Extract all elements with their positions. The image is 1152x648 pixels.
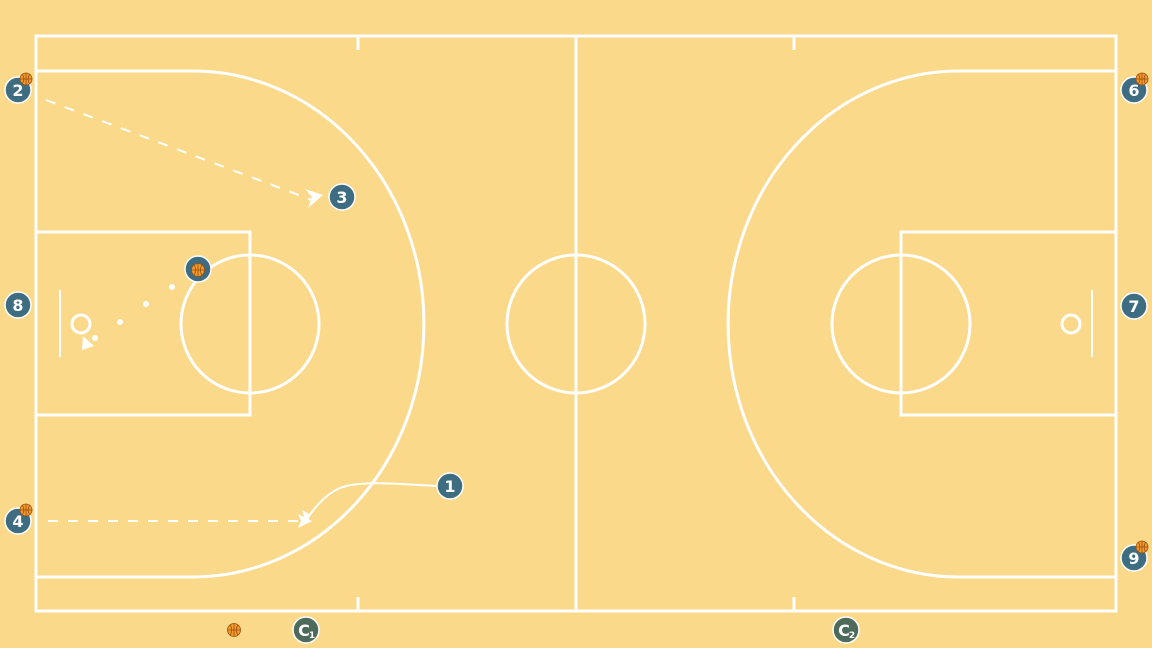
- player-marker: [328, 183, 356, 211]
- pass-arrow-icon: [298, 514, 312, 528]
- player-3[interactable]: 3: [328, 183, 356, 211]
- dribble-dot: [117, 319, 123, 325]
- coach-label: C: [838, 621, 850, 640]
- player-label: 1: [444, 477, 455, 496]
- coach-c2[interactable]: C2: [832, 616, 860, 644]
- basketball-icon: [227, 623, 241, 637]
- dribble-dot: [169, 284, 175, 290]
- basketball-icon: [1135, 540, 1149, 554]
- dribble-dot: [143, 301, 149, 307]
- hoop-right: [1060, 313, 1082, 335]
- free-throw-circle-left: [179, 253, 321, 395]
- players-layer: 1 2 3 4 6 7 8 9: [4, 72, 1149, 572]
- court-lines: [34, 34, 1118, 613]
- coach-subscript: 1: [309, 631, 315, 641]
- dribble-5: [82, 284, 175, 350]
- player-8[interactable]: 8: [4, 291, 32, 319]
- player-label: 2: [12, 81, 23, 100]
- player-marker: [4, 291, 32, 319]
- coach-label: C: [298, 621, 310, 640]
- play-actions: [45, 99, 437, 528]
- coach-c1[interactable]: C1: [292, 616, 320, 644]
- loose-ball-layer: [227, 623, 241, 637]
- movement-line: [308, 482, 437, 517]
- player-1[interactable]: 1: [436, 472, 464, 500]
- pass-arrow-icon: [305, 189, 323, 208]
- pass-2-to-3: [45, 99, 323, 208]
- basketball-icon: [191, 263, 205, 277]
- pass-line: [45, 99, 313, 201]
- coach-marker: [292, 616, 320, 644]
- basketball-icon: [1135, 72, 1149, 86]
- player-4[interactable]: 4: [4, 503, 33, 535]
- coach-subscript: 2: [849, 631, 855, 641]
- player-marker: [436, 472, 464, 500]
- player-marker: [1120, 292, 1148, 320]
- center-circle: [505, 253, 647, 395]
- player-2[interactable]: 2: [4, 72, 33, 104]
- player-label: 9: [1128, 549, 1139, 568]
- player-label: 4: [12, 512, 23, 531]
- three-point-line-left: [36, 69, 426, 579]
- player-label: 8: [12, 296, 23, 315]
- free-throw-circle-right: [830, 253, 972, 395]
- key-left: [34, 230, 252, 417]
- basketball-icon: [19, 503, 33, 517]
- hoop-left: [70, 313, 92, 335]
- dribble-arrow-icon: [82, 336, 94, 350]
- cut-1: [302, 482, 437, 523]
- pass-4-to-1: [48, 514, 312, 528]
- dribble-dot: [92, 335, 98, 341]
- key-right: [899, 230, 1118, 417]
- player-label: 6: [1128, 81, 1139, 100]
- player-label: 3: [336, 188, 347, 207]
- three-point-line-right: [726, 69, 1116, 579]
- player-6[interactable]: 6: [1120, 72, 1149, 104]
- coach-marker: [832, 616, 860, 644]
- basketball-icon: [19, 72, 33, 86]
- player-7[interactable]: 7: [1120, 292, 1148, 320]
- player-9[interactable]: 9: [1120, 540, 1149, 572]
- player-label: 7: [1128, 297, 1139, 316]
- player-5[interactable]: [184, 255, 212, 283]
- movement-arrow-icon: [302, 508, 315, 523]
